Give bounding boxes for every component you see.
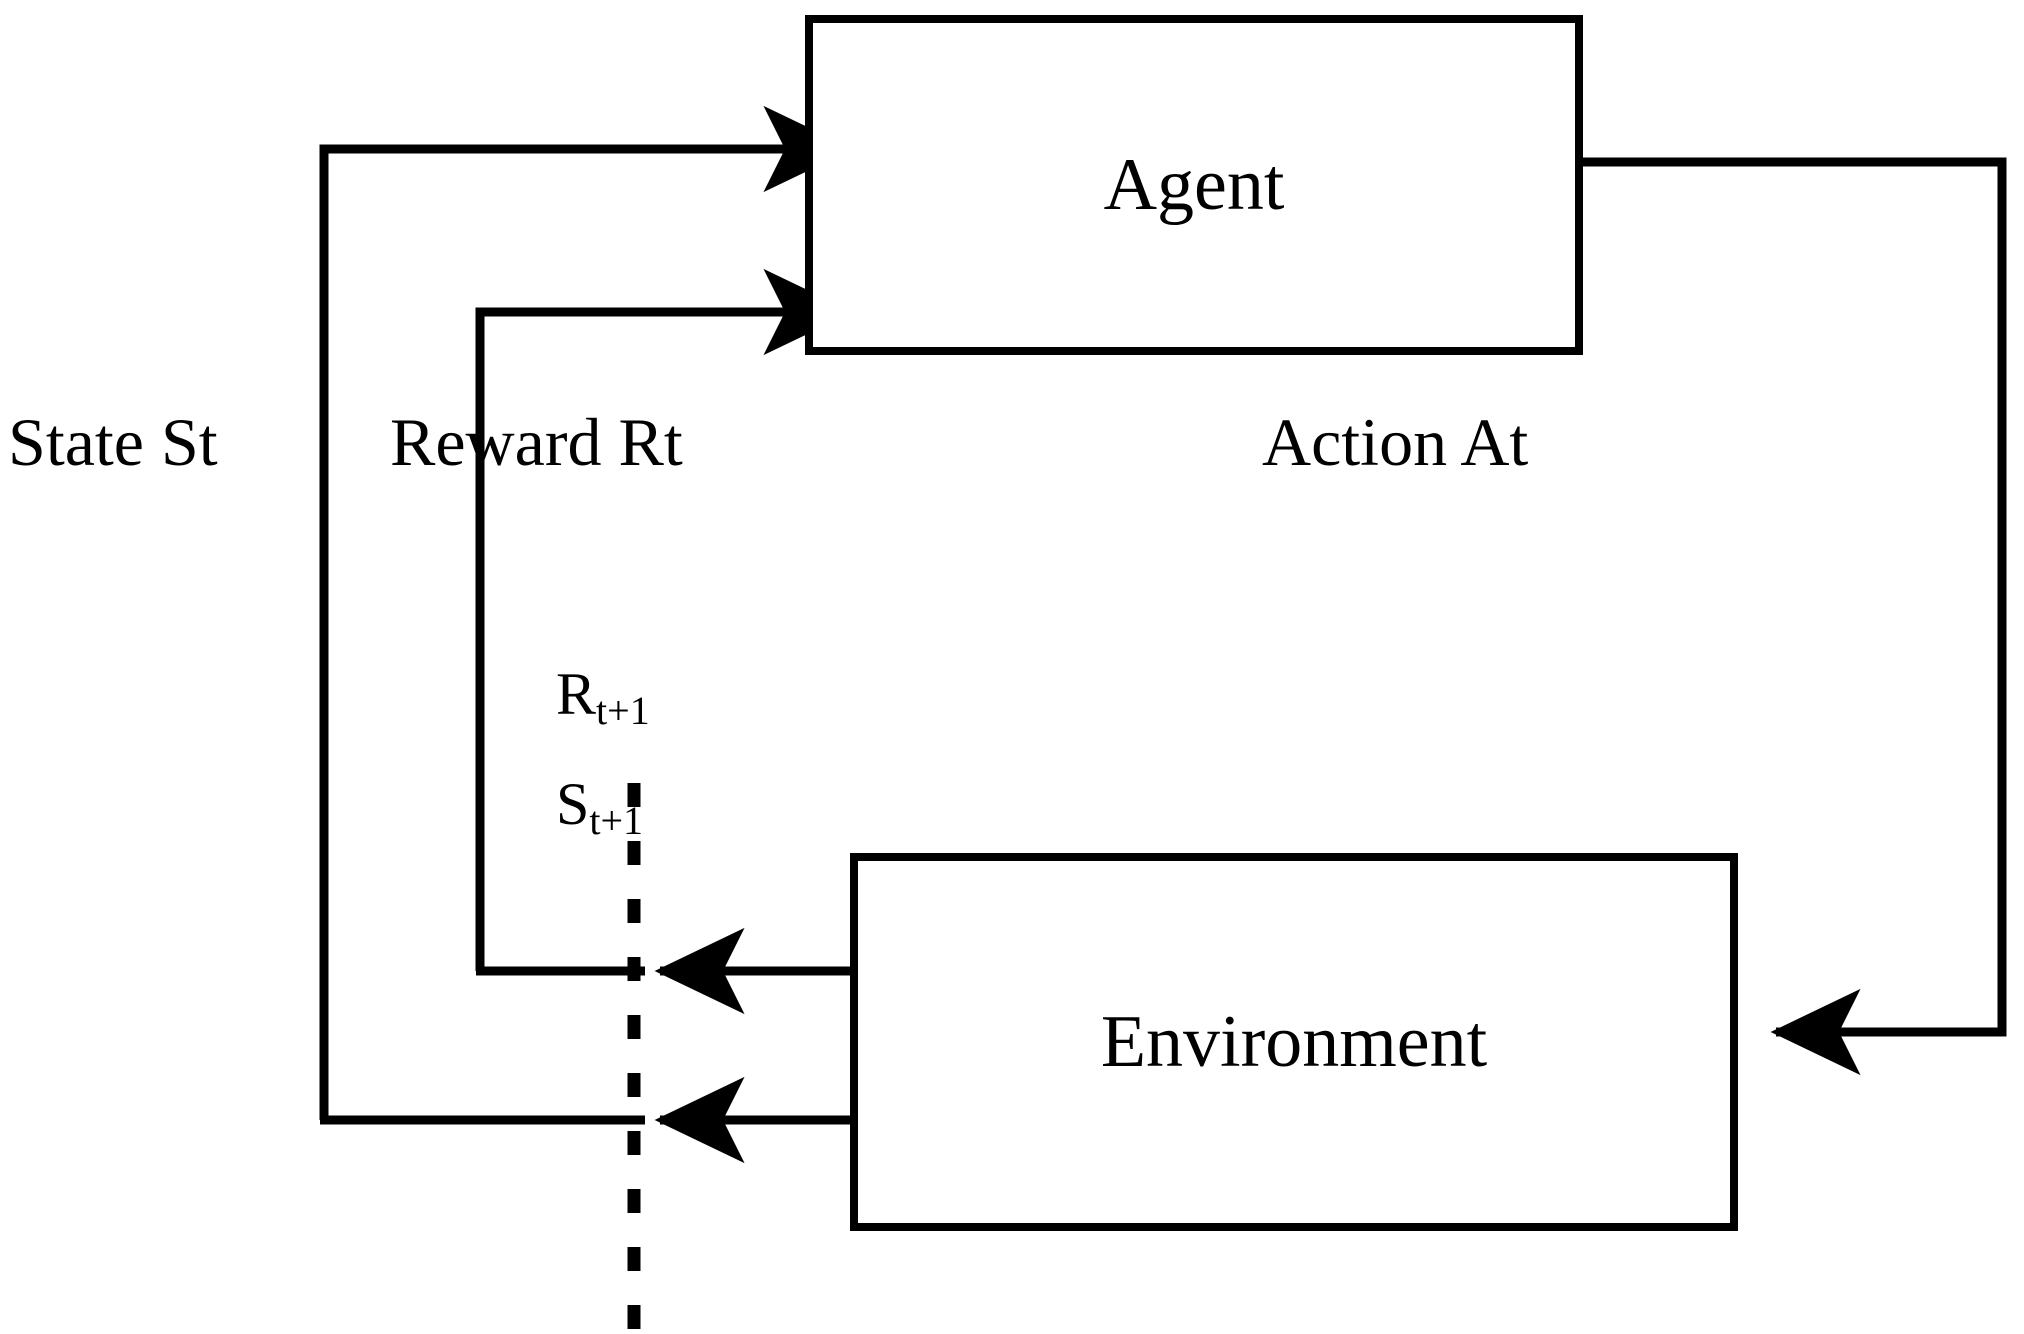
action-edge-line [1580,157,2007,1076]
state-next-subscript: t+1 [589,798,644,843]
state-next-label: St+1 [556,771,643,841]
reward-next-base: R [556,661,597,727]
reward-edge-path [475,268,854,976]
agent-node[interactable]: Agent [805,15,1583,355]
environment-label: Environment [1100,1001,1488,1083]
action-edge-label: Action At [1262,404,1529,480]
reward-next-label: Rt+1 [556,661,650,731]
state-edge-label: State St [8,404,218,480]
agent-label: Agent [1103,144,1285,226]
action-edge-path [1580,157,2007,1076]
reward-edge-label: Reward Rt [390,404,683,480]
state-edge-path [319,105,854,1125]
reward-next-subscript: t+1 [596,688,650,733]
state-next-base: S [556,771,590,837]
reward-edge-line [475,268,854,971]
state-edge-line [319,105,854,1120]
environment-node[interactable]: Environment [850,853,1738,1231]
